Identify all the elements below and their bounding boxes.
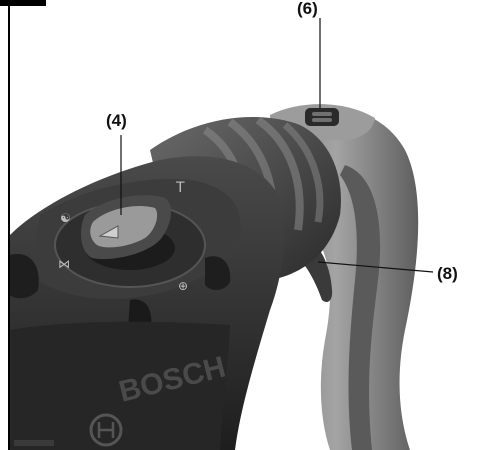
side-panel <box>10 321 230 450</box>
callout-label-8: (8) <box>437 264 458 283</box>
page-edge-line <box>8 0 10 450</box>
indicator-lamp <box>305 108 339 126</box>
leader-line-8 <box>317 261 434 273</box>
callout-label-4: (4) <box>106 111 127 130</box>
symbol-hammer-top: T <box>175 180 185 196</box>
symbol-lock-left: ⋈ <box>58 257 70 271</box>
page-corner-tab <box>0 0 46 6</box>
housing-clip-left <box>10 254 39 299</box>
bosch-logo-ring <box>89 413 123 447</box>
callout-label-6: (6) <box>297 0 318 18</box>
symbol-chisel-left: ☯ <box>60 211 71 225</box>
symbol-bottom-right: ⊕ <box>178 279 188 293</box>
handle-stripe <box>340 165 381 450</box>
housing-clip-right <box>205 256 231 290</box>
